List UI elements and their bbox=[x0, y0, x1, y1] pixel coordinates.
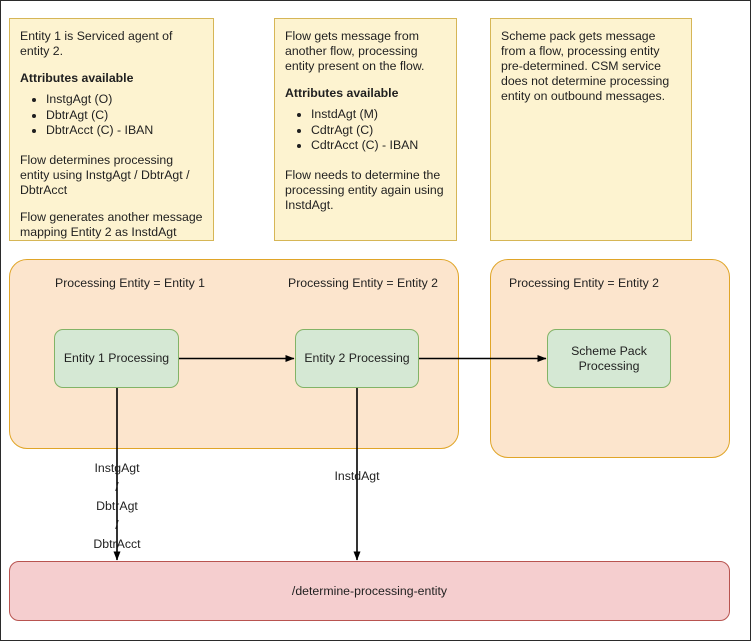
edge-label-instgagt-dbtragt-dbtracct: InstgAgt / DbtrAgt / DbtrAcct bbox=[93, 461, 141, 551]
note-1-body-1: Flow determines processing entity using … bbox=[20, 152, 190, 197]
list-item: DbtrAcct (C) - IBAN bbox=[46, 123, 203, 139]
process-entity-2[interactable]: Entity 2 Processing bbox=[295, 329, 419, 388]
group-label-entity-1: Processing Entity = Entity 1 bbox=[55, 276, 206, 290]
group-label-scheme-pack-entity: Processing Entity = Entity 2 bbox=[509, 276, 660, 290]
note-1-intro: Entity 1 is Serviced agent of entity 2. bbox=[20, 29, 173, 58]
list-item: InstdAgt (M) bbox=[311, 107, 446, 123]
edge-label-instdagt: InstdAgt bbox=[334, 469, 380, 483]
note-2-intro: Flow gets message from another flow, pro… bbox=[285, 29, 425, 73]
note-scheme-pack: Scheme pack gets message from a flow, pr… bbox=[490, 18, 692, 241]
process-scheme-pack[interactable]: Scheme Pack Processing bbox=[547, 329, 671, 388]
note-2-body-1: Flow needs to determine the processing e… bbox=[285, 167, 444, 212]
list-item: CdtrAcct (C) - IBAN bbox=[311, 138, 446, 154]
group-label-entity-2: Processing Entity = Entity 2 bbox=[288, 276, 439, 290]
note-2-attributes-heading: Attributes available bbox=[285, 86, 399, 100]
list-item: InstgAgt (O) bbox=[46, 92, 203, 108]
note-2-attributes-list: InstdAgt (M) CdtrAgt (C) CdtrAcct (C) - … bbox=[285, 107, 446, 154]
service-determine-processing-entity[interactable]: /determine-processing-entity bbox=[9, 561, 730, 621]
note-3-intro: Scheme pack gets message from a flow, pr… bbox=[501, 29, 670, 103]
note-1-attributes-heading: Attributes available bbox=[20, 71, 134, 85]
note-1-body-2: Flow generates another message mapping E… bbox=[20, 209, 203, 239]
note-1-attributes-list: InstgAgt (O) DbtrAgt (C) DbtrAcct (C) - … bbox=[20, 92, 203, 139]
process-entity-1[interactable]: Entity 1 Processing bbox=[54, 329, 179, 388]
list-item: CdtrAgt (C) bbox=[311, 123, 446, 139]
note-entity-2: Flow gets message from another flow, pro… bbox=[274, 18, 457, 241]
list-item: DbtrAgt (C) bbox=[46, 108, 203, 124]
note-entity-1: Entity 1 is Serviced agent of entity 2. … bbox=[9, 18, 214, 241]
